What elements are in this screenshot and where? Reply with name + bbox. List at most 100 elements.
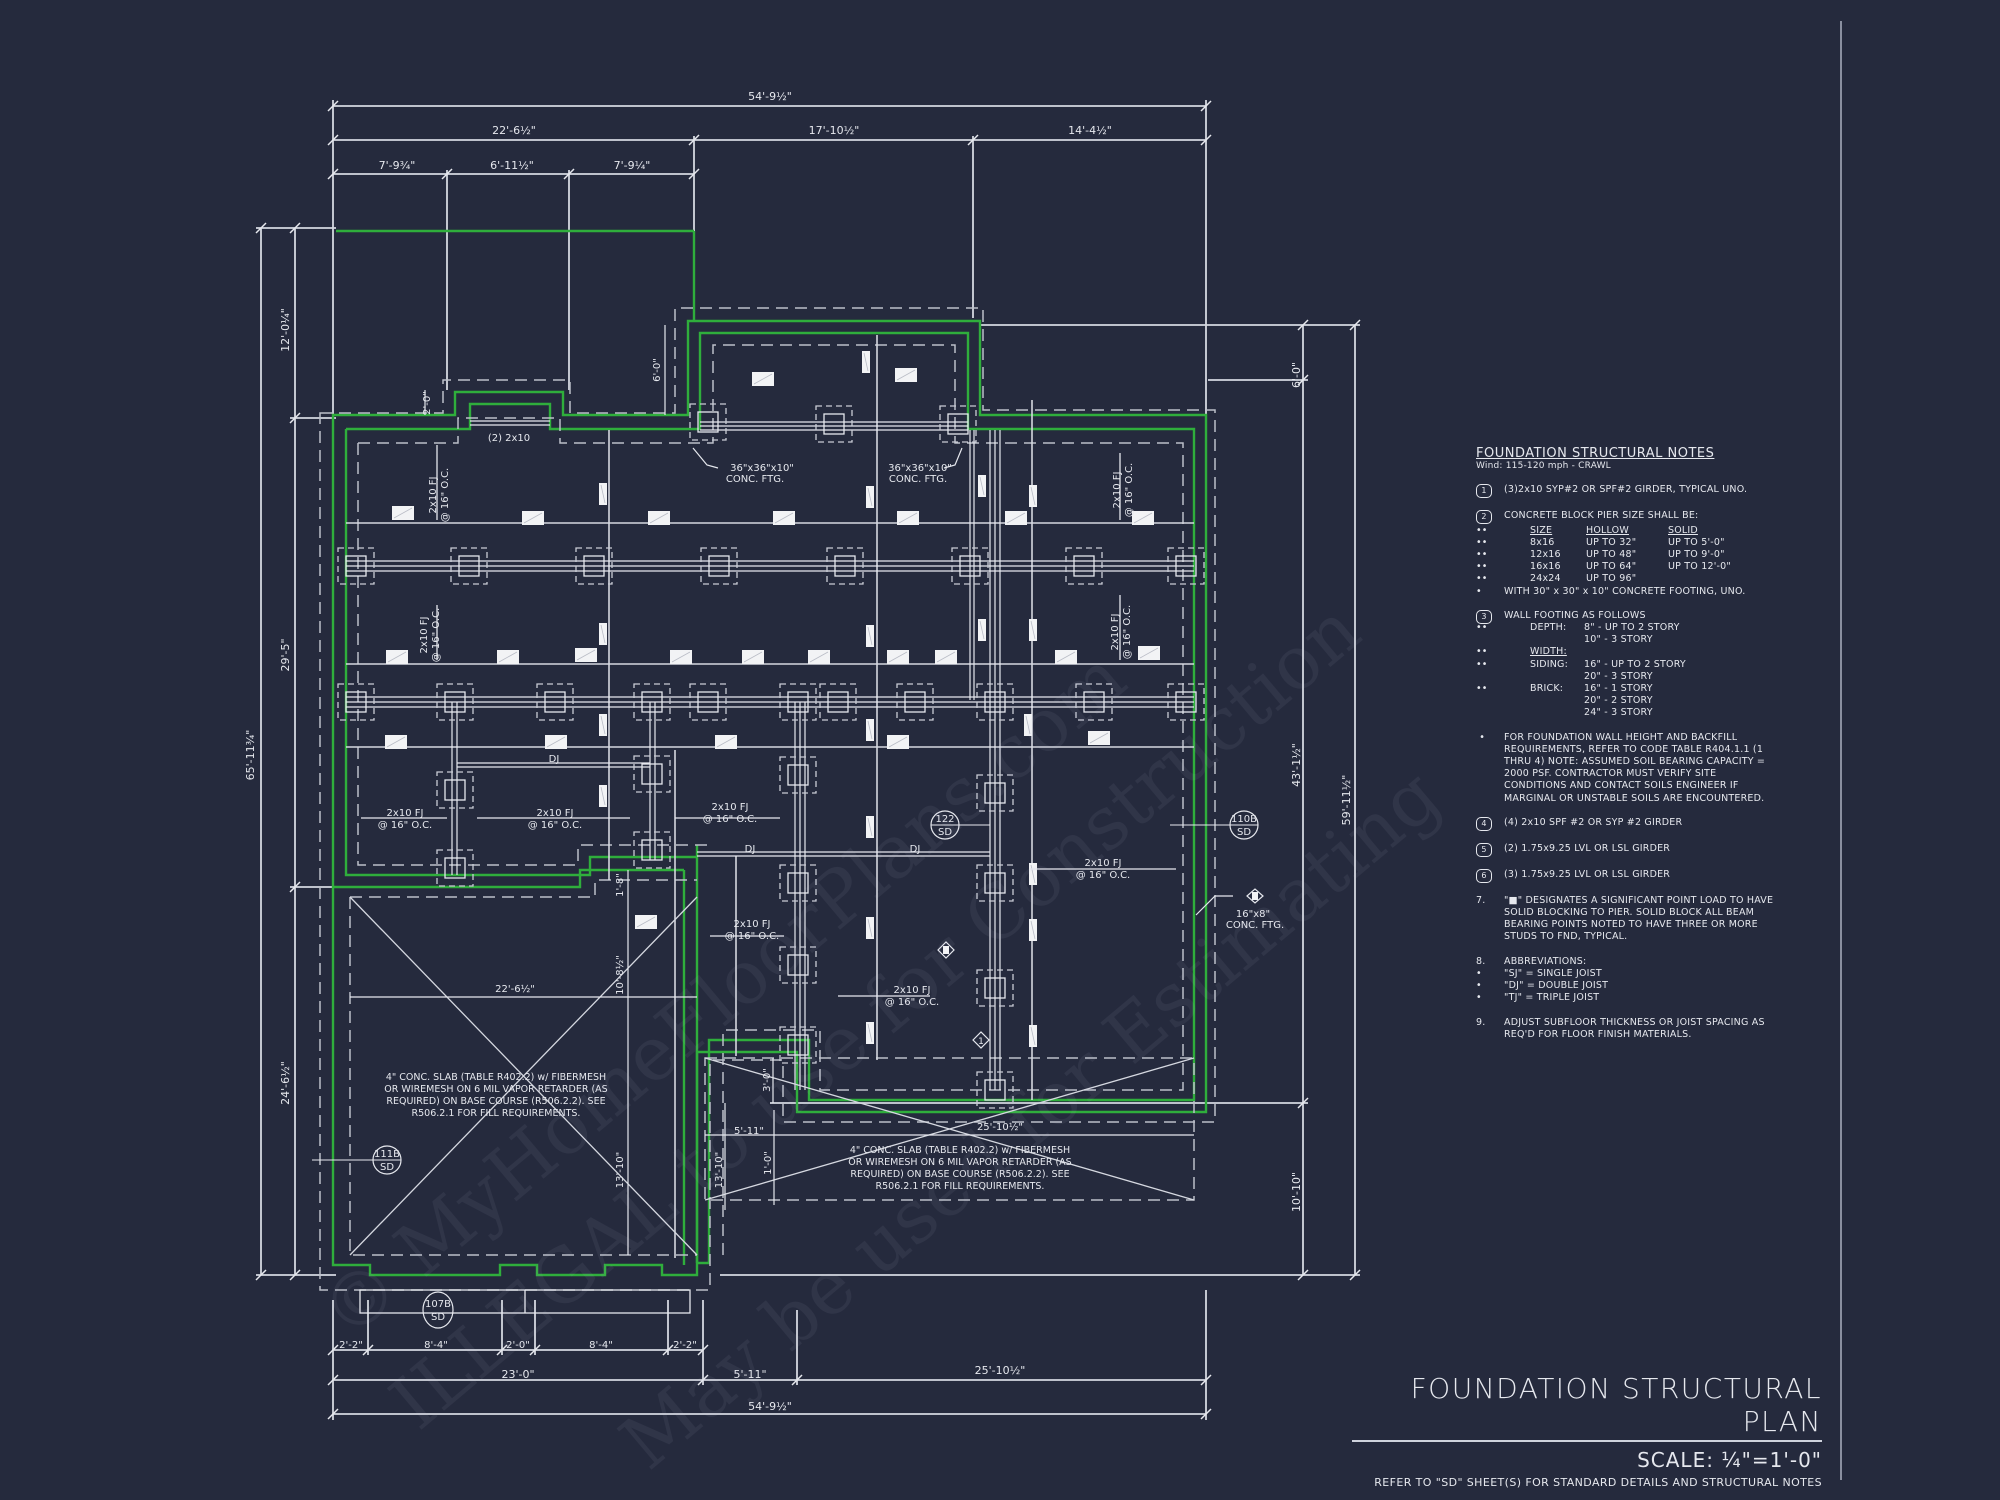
dim-garage-depth: 10'-8½" bbox=[614, 955, 626, 995]
note-text: 10" - 3 STORY bbox=[1584, 634, 1653, 646]
note-label: BRICK: bbox=[1530, 683, 1564, 695]
note-text: (2) 1.75x9.25 LVL OR LSL GIRDER bbox=[1504, 842, 1671, 854]
table-cell: 12x16 bbox=[1530, 549, 1561, 561]
dim-top-seg-1: 22'-6½" bbox=[492, 124, 536, 137]
note-6: 6 (3) 1.75x9.25 LVL OR LSL GIRDER bbox=[1476, 868, 1776, 883]
plan-scale: SCALE: ¼"=1'-0" bbox=[1637, 1448, 1822, 1472]
foundation-structural-notes: FOUNDATION STRUCTURAL NOTES Wind: 115-12… bbox=[1476, 446, 1776, 1053]
note-number: 7. bbox=[1476, 894, 1486, 906]
fj-spacing-label: @ 16" O.C. bbox=[703, 814, 758, 825]
strip-footing-label: 16"x8" bbox=[1236, 909, 1270, 920]
slab-note-line: REQUIRED) ON BASE COURSE (R506.2.2). SEE bbox=[850, 1169, 1069, 1180]
slab-note-line: OR WIREMESH ON 6 MIL VAPOR RETARDER (AS bbox=[848, 1157, 1071, 1168]
note-text: ABBREVIATIONS: bbox=[1504, 955, 1587, 967]
fj-spacing-label: @ 16" O.C. bbox=[431, 608, 442, 663]
table-cell: UP TO 64" bbox=[1586, 561, 1637, 573]
notes-title: FOUNDATION STRUCTURAL NOTES bbox=[1476, 446, 1715, 461]
section-tag-number: 111B bbox=[374, 1149, 400, 1160]
fj-spacing-label: @ 16" O.C. bbox=[378, 820, 433, 831]
fj-label: 2x10 FJ bbox=[1110, 614, 1121, 651]
dim-garage-side: 13'-10" bbox=[615, 1152, 626, 1188]
footing-label: CONC. FTG. bbox=[889, 474, 947, 485]
note-text: CONCRETE BLOCK PIER SIZE SHALL BE: bbox=[1504, 510, 1699, 522]
table-cell: UP TO 5'-0" bbox=[1668, 536, 1725, 548]
fj-spacing-label: @ 16" O.C. bbox=[1076, 870, 1131, 881]
note-text: 8" - UP TO 2 STORY bbox=[1584, 622, 1680, 634]
fj-label: 2x10 FJ bbox=[387, 808, 424, 819]
note-text: 20" - 3 STORY bbox=[1584, 670, 1653, 682]
joist-labels: 2x10 FJ @ 16" O.C. 2x10 FJ @ 16" O.C. 2x… bbox=[378, 433, 1284, 1008]
table-cell: UP TO 12'-0" bbox=[1668, 561, 1731, 573]
dim-bottom-sub-5: 2'-2" bbox=[673, 1340, 697, 1351]
dim-left-seg-1: 12'-0¼" bbox=[279, 308, 292, 352]
note-4: 4 (4) 2x10 SPF #2 OR SYP #2 GIRDER bbox=[1476, 816, 1776, 831]
section-tag-107b[interactable]: 107B SD bbox=[422, 1291, 454, 1329]
note-number: 8. bbox=[1476, 955, 1486, 967]
fj-spacing-label: @ 16" O.C. bbox=[1122, 605, 1133, 660]
dim-top-seg-3: 14'-4½" bbox=[1068, 124, 1112, 137]
table-header: HOLLOW bbox=[1586, 524, 1629, 536]
note-9: 9. ADJUST SUBFLOOR THICKNESS OR JOIST SP… bbox=[1476, 1017, 1776, 1041]
fj-label: 2x10 FJ bbox=[1085, 858, 1122, 869]
slab-note-line: REQUIRED) ON BASE COURSE (R506.2.2). SEE bbox=[386, 1096, 605, 1107]
section-tag-sheet: SD bbox=[938, 827, 952, 838]
section-tag-sheet: SD bbox=[431, 1312, 445, 1323]
interior-dimensions: 2'-0" 6'-0" 22'-6½" 1'-8" 10'-8½" 13'-10… bbox=[350, 325, 1194, 1255]
note-number-hex: 6 bbox=[1476, 868, 1492, 883]
slab-note-line: R506.2.1 FOR FILL REQUIREMENTS. bbox=[412, 1108, 581, 1119]
note-5: 5 (2) 1.75x9.25 LVL OR LSL GIRDER bbox=[1476, 842, 1776, 857]
foundation-wall bbox=[331, 229, 1208, 1277]
section-tag-122[interactable]: 122 SD bbox=[930, 810, 990, 840]
dim-bottom-sub-2: 8'-4" bbox=[424, 1340, 448, 1351]
table-cell: 8x16 bbox=[1530, 536, 1555, 548]
table-cell: UP TO 9'-0" bbox=[1668, 549, 1725, 561]
slab-note-line: OR WIREMESH ON 6 MIL VAPOR RETARDER (AS bbox=[384, 1084, 607, 1095]
slab-note-line: R506.2.1 FOR FILL REQUIREMENTS. bbox=[876, 1181, 1045, 1192]
abbreviation-item: "SJ" = SINGLE JOIST bbox=[1504, 967, 1602, 979]
note-text: (3)2x10 SYP#2 OR SPF#2 GIRDER, TYPICAL U… bbox=[1504, 484, 1748, 496]
dj-label: DJ bbox=[910, 844, 921, 855]
fj-spacing-label: @ 16" O.C. bbox=[440, 468, 451, 523]
dim-porch-depth-b: 1'-0" bbox=[763, 1151, 774, 1175]
dim-left-overall: 65'-11¾" bbox=[244, 730, 257, 781]
dim-bottom-sub-3: 2'-0" bbox=[506, 1340, 530, 1351]
strip-footing-label: CONC. FTG. bbox=[1226, 920, 1284, 931]
section-tag-110b[interactable]: 110B SD bbox=[1170, 810, 1259, 840]
note-text: 16" - UP TO 2 STORY bbox=[1584, 658, 1686, 670]
dim-bump-left: 2'-0" bbox=[422, 391, 433, 415]
dim-right-overall: 59'-11½" bbox=[1340, 775, 1353, 826]
note-label: DEPTH: bbox=[1530, 622, 1567, 634]
plan-title: FOUNDATION STRUCTURAL PLAN bbox=[1352, 1372, 1822, 1442]
note-text: FOR FOUNDATION WALL HEIGHT AND BACKFILL … bbox=[1504, 731, 1766, 804]
note-number-hex: 2 bbox=[1476, 510, 1492, 525]
table-cell: UP TO 32" bbox=[1586, 536, 1637, 548]
fj-label: 2x10 FJ bbox=[894, 985, 931, 996]
note-2: 2 CONCRETE BLOCK PIER SIZE SHALL BE: ••S… bbox=[1476, 510, 1776, 597]
dim-bump-center: 6'-0" bbox=[652, 358, 663, 382]
fj-label: 2x10 FJ bbox=[712, 802, 749, 813]
note-1: 1 (3)2x10 SYP#2 OR SPF#2 GIRDER, TYPICAL… bbox=[1476, 484, 1776, 499]
section-tag-sheet: SD bbox=[380, 1162, 394, 1173]
dim-garage-step: 1'-8" bbox=[615, 873, 626, 897]
note-text: ADJUST SUBFLOOR THICKNESS OR JOIST SPACI… bbox=[1504, 1016, 1765, 1040]
note-text: (4) 2x10 SPF #2 OR SYP #2 GIRDER bbox=[1504, 816, 1683, 828]
fj-label: 2x10 FJ bbox=[428, 477, 439, 514]
joist-span-arrows bbox=[361, 445, 1176, 997]
fj-label: 2x10 FJ bbox=[1112, 472, 1123, 509]
footing-label: 36"x36"x10" bbox=[730, 463, 794, 474]
stoop-outlines bbox=[359, 1289, 691, 1314]
table-cell: UP TO 96" bbox=[1586, 573, 1637, 585]
note-text: "■" DESIGNATES A SIGNIFICANT POINT LOAD … bbox=[1504, 894, 1774, 943]
note-text: 20" - 2 STORY bbox=[1584, 695, 1653, 707]
dim-top-sub-3: 7'-9¼" bbox=[614, 159, 651, 172]
footing-label: CONC. FTG. bbox=[726, 474, 784, 485]
note-number-hex: 5 bbox=[1476, 842, 1492, 857]
table-cell: 16x16 bbox=[1530, 561, 1561, 573]
note-label: SIDING: bbox=[1530, 658, 1569, 670]
fj-label: 2x10 FJ bbox=[419, 617, 430, 654]
dim-bottom-seg-2: 5'-11" bbox=[733, 1368, 766, 1381]
section-tag-111b[interactable]: 111B SD bbox=[312, 1145, 402, 1175]
note-text: 24" - 3 STORY bbox=[1584, 707, 1653, 719]
section-tag-number: 122 bbox=[935, 814, 954, 825]
